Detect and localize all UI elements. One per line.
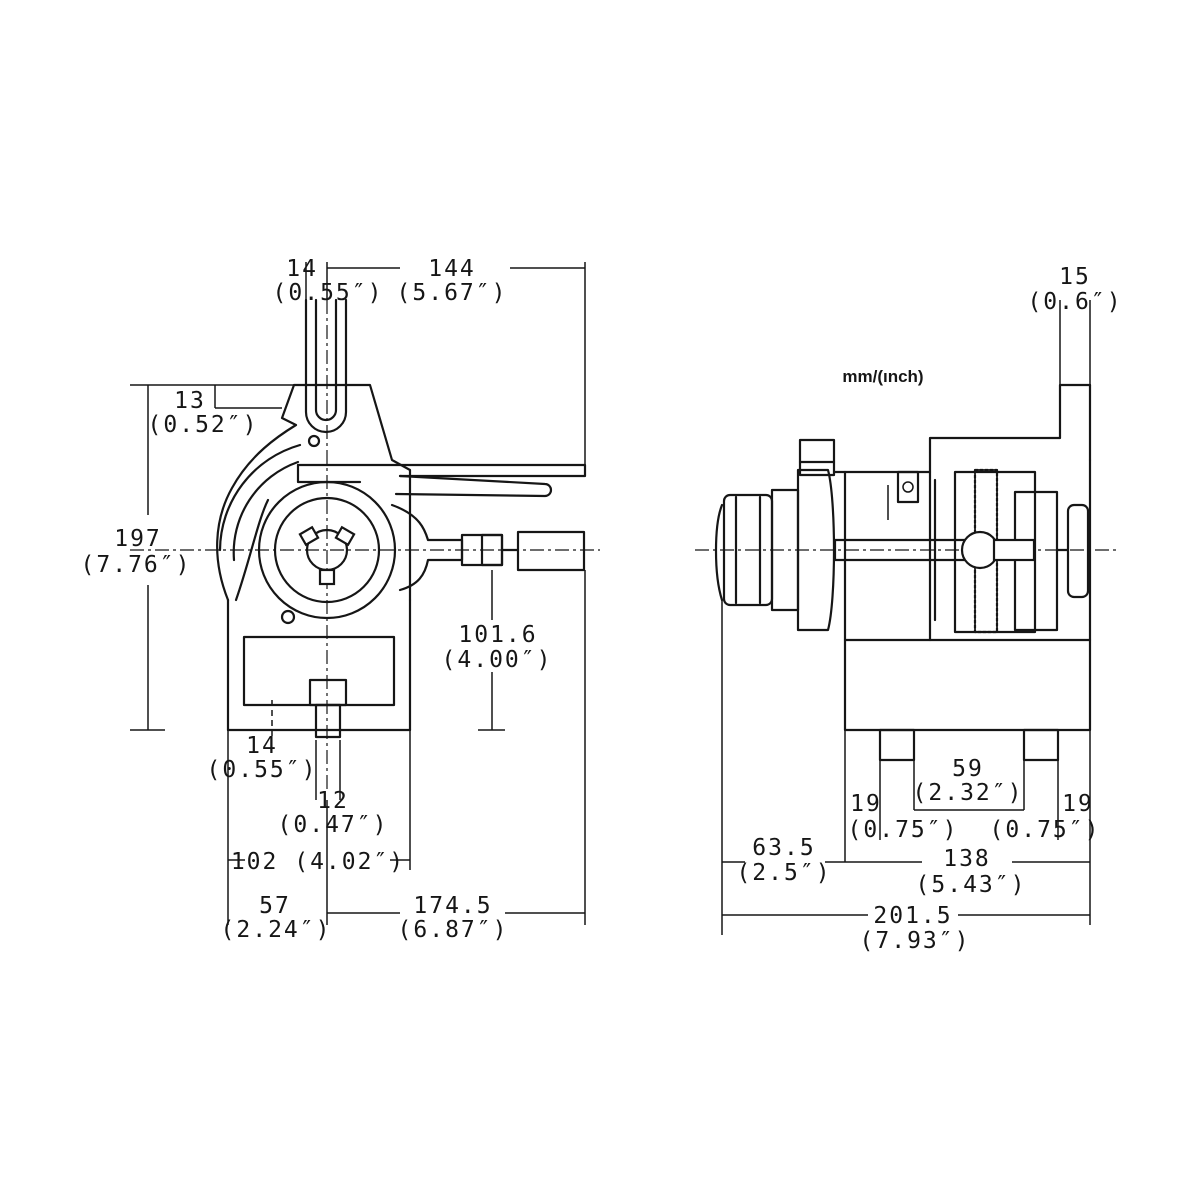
dim-19-right-inch: (0.75″) [990,817,1101,843]
dim-57-mm: 57 [259,893,291,919]
dim-15-inch: (0.6″) [1027,289,1122,315]
dim-63-5-mm: 63.5 [752,835,815,861]
side-shaft-knob [833,530,1036,570]
dim-59-mm: 59 [952,756,984,782]
dim-14-bottom-inch: (0.55″) [207,757,318,783]
front-base-block [226,598,412,732]
spindle-body-inner [273,496,381,604]
dim-57-inch: (2.24″) [221,917,332,943]
dim-174-5-mm: 174.5 [413,893,492,919]
top-slotted-bracket [304,298,348,434]
dim-63-5-inch: (2.5″) [736,860,831,886]
side-dimension-lines [721,300,1091,935]
dim-14-bottom-mm: 14 [246,733,278,759]
side-feet [878,728,1060,762]
dim-19-left-mm: 19 [850,791,882,817]
dim-201-5-inch: (7.93″) [860,928,971,954]
dim-138-mm: 138 [943,846,991,872]
dim-19-right-mm: 19 [1062,791,1094,817]
handwheel [218,443,302,602]
dim-101-6-mm: 101.6 [458,622,537,648]
dim-101-6-inch: (4.00″) [442,647,553,673]
side-shaft [390,503,586,592]
side-view: mm/(ınch) 15 (0.6″) 59 (2.32″) 19 (0.75″… [695,264,1122,954]
dim-14-top-inch: (0.55″) [273,280,384,306]
front-view: 14 (0.55″) 144 (5.67″) 13 (0.52″) 197 (7… [81,256,600,943]
dim-15-mm: 15 [1059,264,1091,290]
dim-201-5-mm: 201.5 [873,903,952,929]
dim-19-left-inch: (0.75″) [848,817,959,843]
dim-59-inch: (2.32″) [913,780,1024,806]
index-pin-screw [280,609,296,625]
dim-174-5-inch: (6.87″) [398,917,509,943]
dim-144-inch: (5.67″) [397,280,508,306]
bottom-plug [308,678,348,739]
dim-102: 102 (4.02″) [231,849,405,875]
dim-138-inch: (5.43″) [916,872,1027,898]
front-dimension-lines [130,262,586,925]
dim-14-top-mm: 14 [286,256,318,282]
top-screw [307,434,321,448]
front-housing-outline [216,383,412,602]
dim-144-mm: 144 [428,256,476,282]
dim-12-inch: (0.47″) [278,812,389,838]
dim-197-inch: (7.76″) [81,552,192,578]
units-note: mm/(ınch) [842,367,923,386]
dim-13-inch: (0.52″) [148,412,259,438]
dim-12-mm: 12 [317,788,349,814]
side-chuck-end [714,438,836,632]
dim-13-mm: 13 [174,388,206,414]
dim-197-mm: 197 [114,526,162,552]
side-main-body [832,383,1092,732]
index-lever-arm [296,463,587,498]
chuck-jaws [298,525,356,586]
